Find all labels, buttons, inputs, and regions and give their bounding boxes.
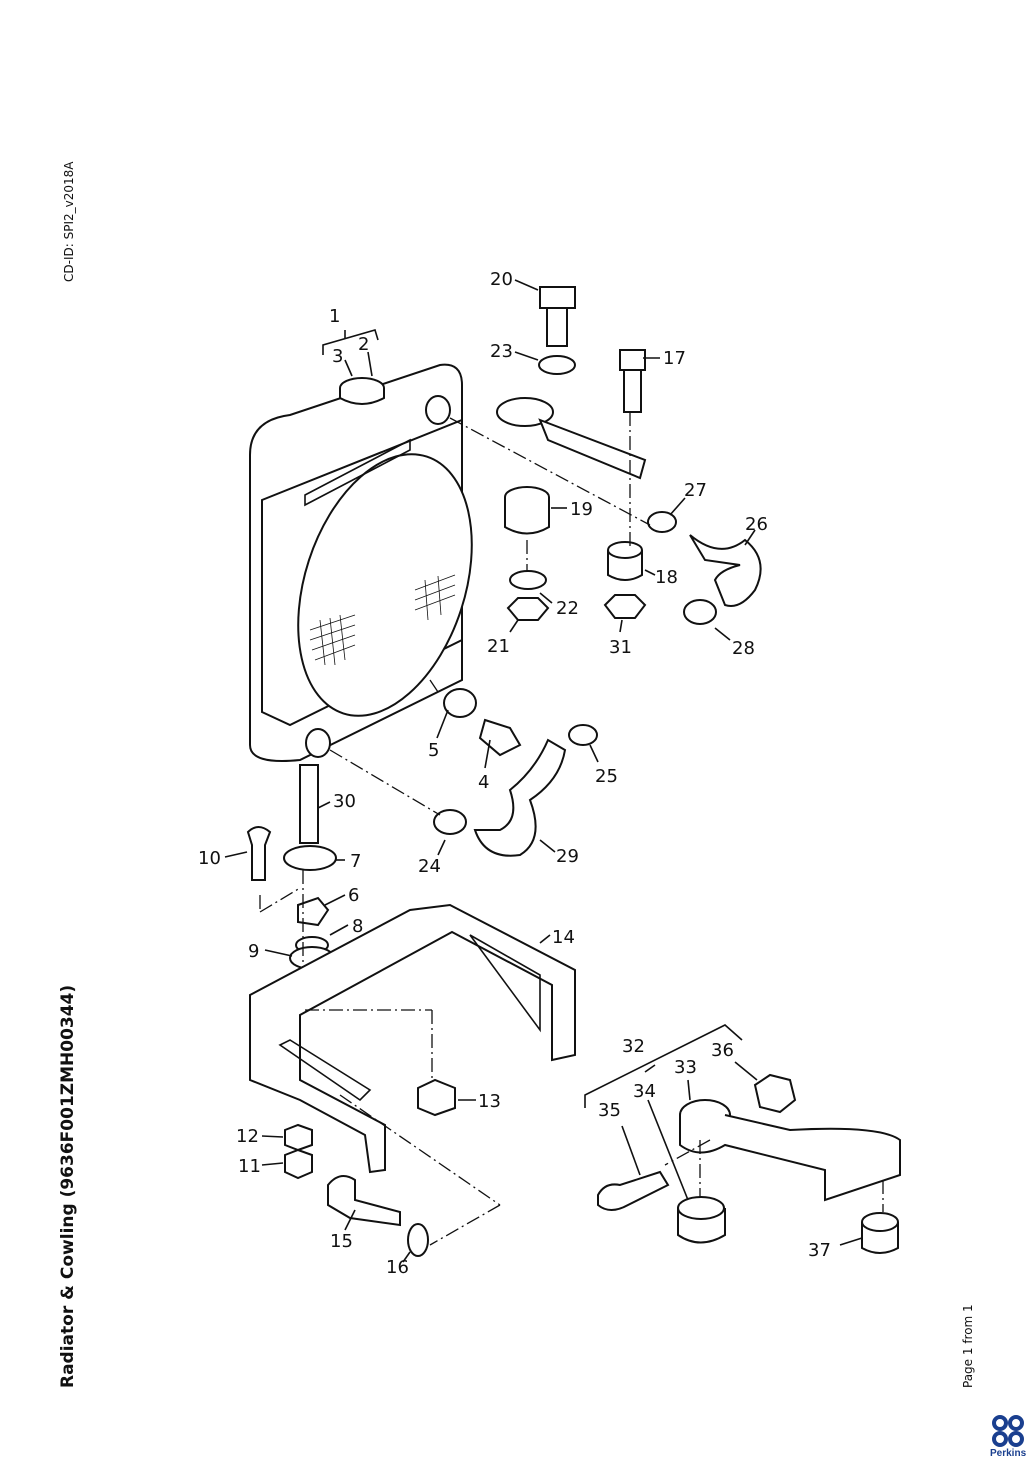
callout-15: 15 <box>330 1231 353 1252</box>
callout-7: 7 <box>350 851 361 872</box>
callout-19: 19 <box>570 499 593 520</box>
callout-17: 17 <box>663 348 686 369</box>
callout-10: 10 <box>198 848 221 869</box>
lower-hose-parts <box>329 679 598 857</box>
callout-3: 3 <box>332 346 343 367</box>
callout-18: 18 <box>655 567 678 588</box>
callout-33: 33 <box>674 1057 697 1078</box>
callout-21: 21 <box>487 636 510 657</box>
callout-29: 29 <box>556 846 579 867</box>
callout-4: 4 <box>478 772 489 793</box>
callout-14: 14 <box>552 927 575 948</box>
callout-6: 6 <box>348 885 359 906</box>
callout-11: 11 <box>238 1156 261 1177</box>
callout-36: 36 <box>711 1040 734 1061</box>
callout-28: 28 <box>732 638 755 659</box>
callout-25: 25 <box>595 766 618 787</box>
leader-lines <box>224 279 863 1263</box>
callout-1: 1 <box>329 306 340 327</box>
callout-27: 27 <box>684 480 707 501</box>
callout-5: 5 <box>428 740 439 761</box>
callout-35: 35 <box>598 1100 621 1121</box>
callout-34: 34 <box>633 1081 656 1102</box>
top-bracket-parts <box>449 286 762 625</box>
mounting-stack <box>246 764 337 1005</box>
callout-9: 9 <box>248 941 259 962</box>
radiator-assembly <box>249 363 473 762</box>
cowling-frame <box>249 903 576 1257</box>
callout-31: 31 <box>609 637 632 658</box>
callout-labels: 1 2 3 4 5 6 7 8 9 10 11 12 13 14 15 16 1… <box>198 269 831 1278</box>
callout-8: 8 <box>352 916 363 937</box>
callout-37: 37 <box>808 1240 831 1261</box>
callout-30: 30 <box>333 791 356 812</box>
callout-22: 22 <box>556 598 579 619</box>
callout-23: 23 <box>490 341 513 362</box>
callout-26: 26 <box>745 514 768 535</box>
callout-20: 20 <box>490 269 513 290</box>
support-bracket-assembly <box>597 1073 901 1254</box>
callout-2: 2 <box>358 334 369 355</box>
callout-16: 16 <box>386 1257 409 1278</box>
callout-32: 32 <box>622 1036 645 1057</box>
callout-12: 12 <box>236 1126 259 1147</box>
perkins-logo-icon <box>992 1415 1024 1447</box>
callout-13: 13 <box>478 1091 501 1112</box>
callout-24: 24 <box>418 856 441 877</box>
brand-name: Perkins <box>990 1448 1027 1459</box>
